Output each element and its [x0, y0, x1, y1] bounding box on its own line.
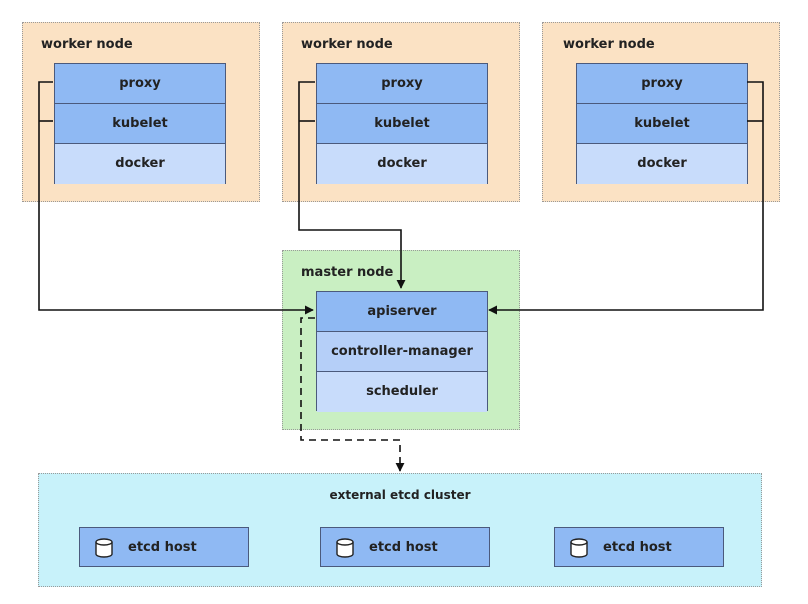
apiserver-to-etcd-line [300, 317, 405, 472]
proxy-component: proxy [317, 64, 487, 104]
worker-node-2: worker node proxy kubelet docker [282, 22, 520, 202]
master-node-title: master node [301, 265, 394, 280]
etcd-host-1: etcd host [79, 527, 249, 567]
etcd-host-label: etcd host [369, 540, 438, 555]
proxy-component: proxy [577, 64, 747, 104]
worker-node-title: worker node [41, 37, 133, 52]
worker-components: proxy kubelet docker [576, 63, 748, 184]
worker-components: proxy kubelet docker [54, 63, 226, 184]
docker-component: docker [577, 144, 747, 184]
etcd-host-label: etcd host [603, 540, 672, 555]
worker2-to-apiserver-line [298, 81, 406, 289]
controller-manager-component: controller-manager [317, 332, 487, 372]
worker-node-3: worker node proxy kubelet docker [542, 22, 780, 202]
worker3-to-apiserver-line [488, 81, 764, 315]
database-cylinder-icon [95, 538, 113, 558]
etcd-host-label: etcd host [128, 540, 197, 555]
etcd-host-3: etcd host [554, 527, 724, 567]
worker-components: proxy kubelet docker [316, 63, 488, 184]
master-components: apiserver controller-manager scheduler [316, 291, 488, 412]
worker-node-1: worker node proxy kubelet docker [22, 22, 260, 202]
proxy-component: proxy [55, 64, 225, 104]
worker1-to-apiserver-line [38, 81, 314, 315]
docker-component: docker [317, 144, 487, 184]
kubelet-component: kubelet [577, 104, 747, 144]
docker-component: docker [55, 144, 225, 184]
worker-node-title: worker node [301, 37, 393, 52]
apiserver-component: apiserver [317, 292, 487, 332]
scheduler-component: scheduler [317, 372, 487, 412]
database-cylinder-icon [336, 538, 354, 558]
etcd-cluster: external etcd cluster etcd host etcd hos… [38, 473, 762, 587]
master-node: master node apiserver controller-manager… [282, 250, 520, 430]
worker-node-title: worker node [563, 37, 655, 52]
database-cylinder-icon [570, 538, 588, 558]
etcd-host-2: etcd host [320, 527, 490, 567]
kubelet-component: kubelet [317, 104, 487, 144]
kubelet-component: kubelet [55, 104, 225, 144]
etcd-cluster-title: external etcd cluster [329, 488, 471, 502]
